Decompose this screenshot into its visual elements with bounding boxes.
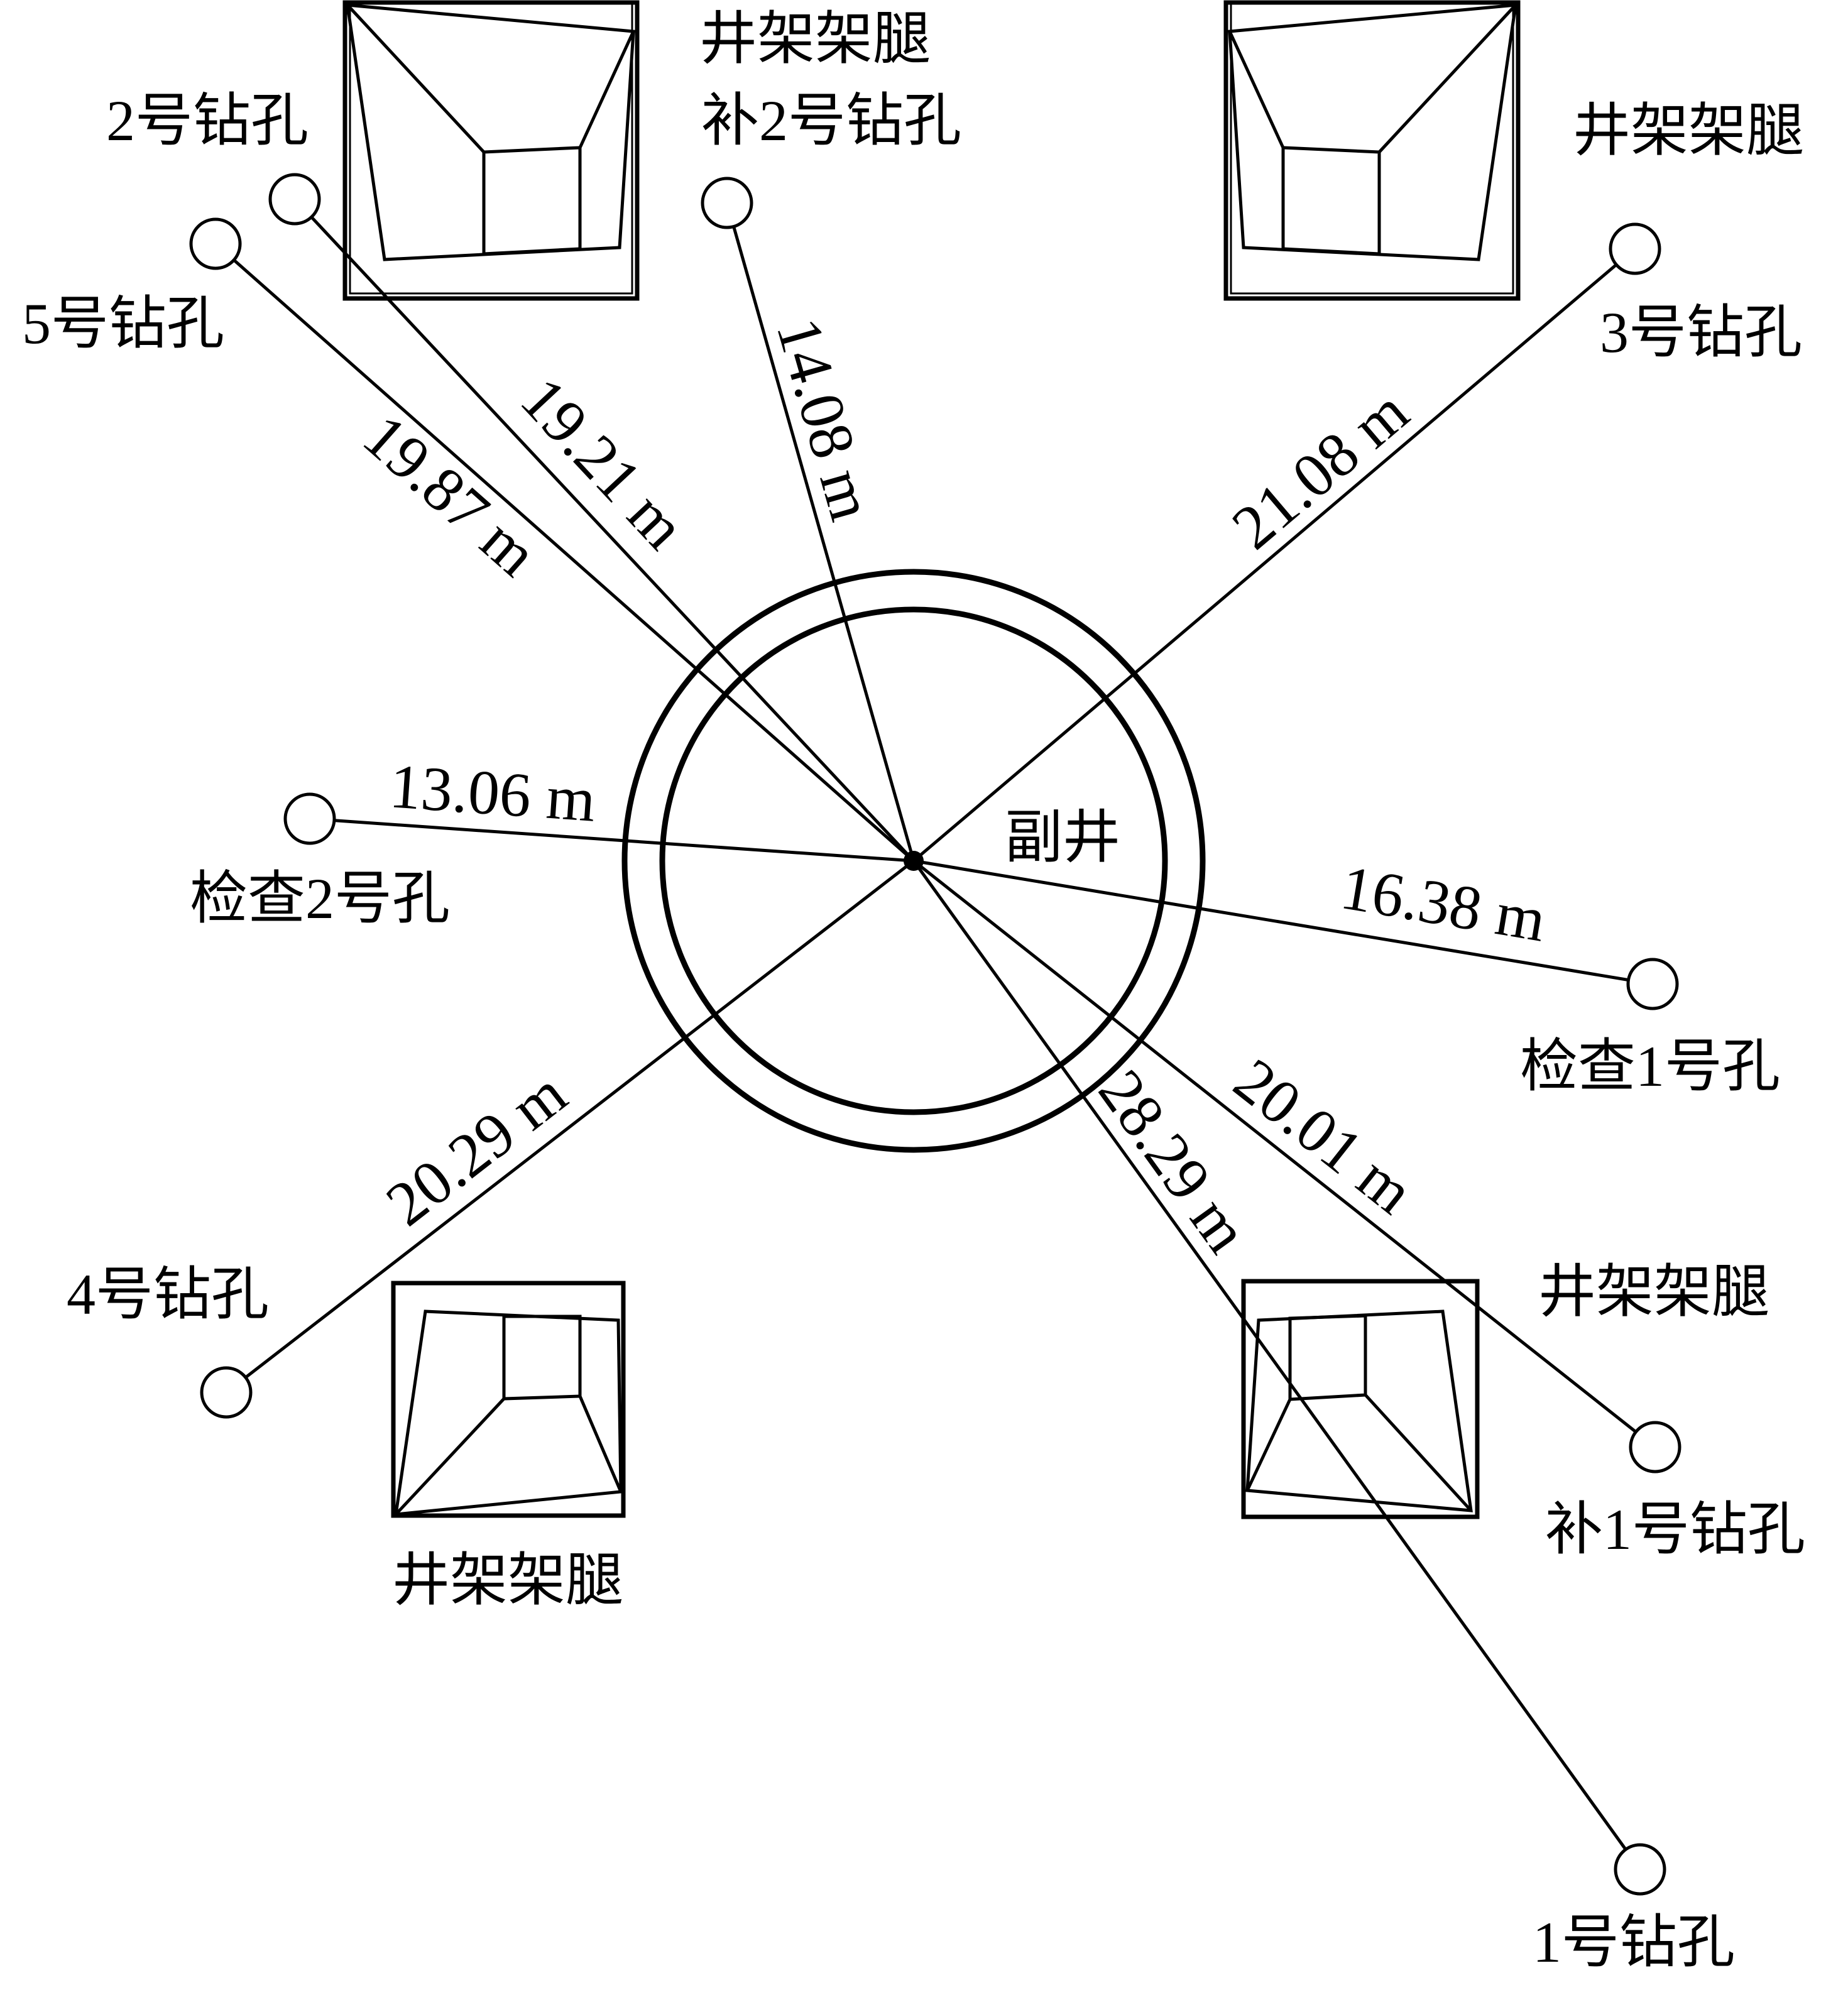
- borehole-b1: [1629, 1421, 1681, 1473]
- line-hole-c1: [913, 859, 1653, 986]
- hole-label-4: 4号钻孔: [67, 1262, 269, 1326]
- distance-label-c1: 16.38 m: [1336, 852, 1551, 955]
- distance-label-c2: 13.06 m: [388, 751, 598, 835]
- borehole-b2: [701, 177, 753, 229]
- line-hole-2: [293, 198, 915, 862]
- line-hole-b1: [912, 860, 1656, 1448]
- borehole-3: [1609, 222, 1661, 275]
- borehole-1: [1614, 1843, 1666, 1896]
- borehole-4: [200, 1366, 253, 1419]
- distance-label-3: 21.08 m: [1219, 376, 1421, 563]
- derrick-leg-top-left: [342, 0, 640, 301]
- line-hole-5: [214, 243, 915, 862]
- borehole-c2: [283, 792, 336, 845]
- derrick-leg-bottom-right: [1241, 1279, 1480, 1519]
- distance-label-5: 19.87 m: [350, 401, 550, 589]
- derrick-leg-label: 井架架腿: [1538, 1260, 1769, 1324]
- hole-label-5: 5号钻孔: [22, 292, 224, 356]
- derrick-leg-label: 井架架腿: [1573, 99, 1804, 163]
- line-hole-4: [225, 860, 915, 1394]
- borehole-2: [268, 173, 321, 226]
- derrick-leg-top-right: [1223, 0, 1521, 301]
- derrick-leg-label: 井架架腿: [392, 1548, 623, 1612]
- hole-label-b2: 补2号钻孔: [701, 89, 961, 153]
- shaft-center-dot: [904, 851, 924, 871]
- hole-label-b1: 补1号钻孔: [1545, 1497, 1805, 1561]
- hole-label-3: 3号钻孔: [1600, 300, 1802, 364]
- distance-label-4: 20.29 m: [373, 1058, 579, 1239]
- derrick-leg-bottom-left: [391, 1281, 626, 1518]
- hole-label-1: 1号钻孔: [1533, 1910, 1735, 1974]
- borehole-5: [189, 217, 242, 270]
- hole-label-c1: 检查1号孔: [1520, 1034, 1780, 1098]
- hole-label-c2: 检查2号孔: [190, 867, 450, 931]
- derrick-leg-label: 井架架腿: [699, 7, 931, 71]
- distance-label-b2: 14.08 m: [763, 310, 887, 528]
- shaft-outer-ring: [621, 569, 1206, 1153]
- line-hole-b2: [725, 202, 916, 861]
- distance-label-b1: 20.01 m: [1222, 1045, 1426, 1227]
- line-hole-c2: [309, 817, 914, 863]
- line-hole-1: [912, 860, 1642, 1871]
- shaft-inner-ring: [659, 606, 1168, 1115]
- shaft-label: 副井: [1005, 806, 1120, 870]
- hole-label-2: 2号钻孔: [106, 89, 309, 153]
- line-hole-3: [912, 248, 1636, 862]
- borehole-c1: [1626, 958, 1679, 1010]
